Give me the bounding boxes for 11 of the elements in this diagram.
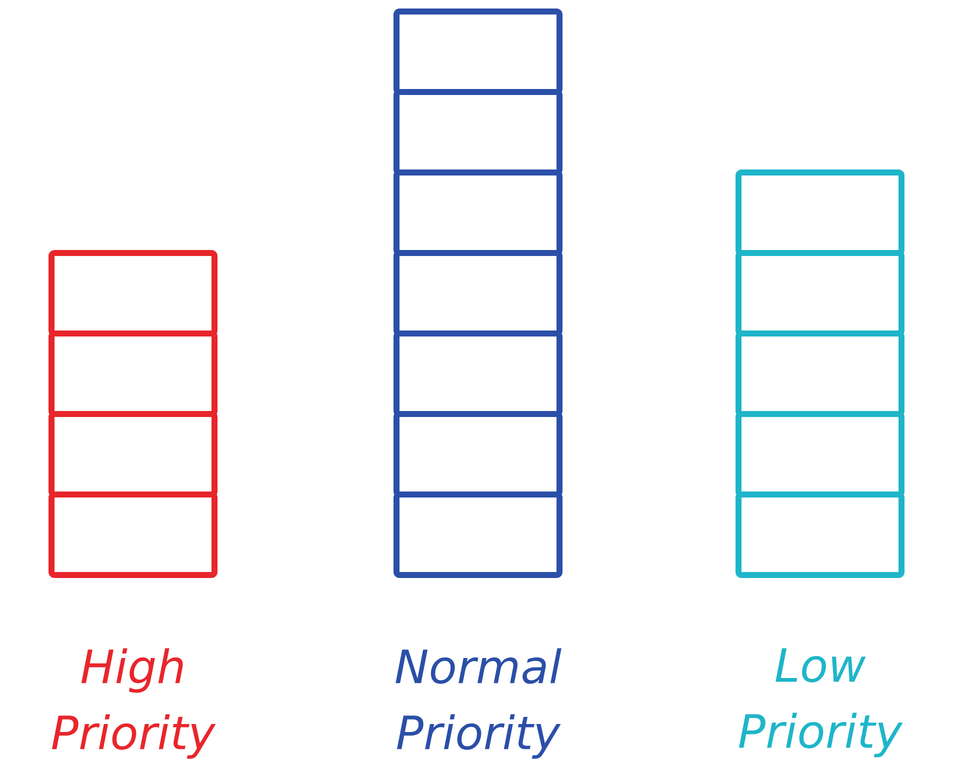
stack-cell: [394, 492, 562, 578]
priority-label: Low Priority: [738, 648, 903, 758]
stack-cell: [736, 410, 905, 498]
stack-cell: [394, 88, 562, 176]
stack-cell: [48, 492, 218, 578]
priority-label: High Priority: [52, 648, 216, 759]
stack-cell: [48, 410, 218, 498]
stack-cell: [736, 492, 905, 578]
priority-label: Normal Priority: [396, 648, 562, 759]
stack-cell: [48, 250, 218, 336]
stack-cell: [394, 410, 562, 498]
